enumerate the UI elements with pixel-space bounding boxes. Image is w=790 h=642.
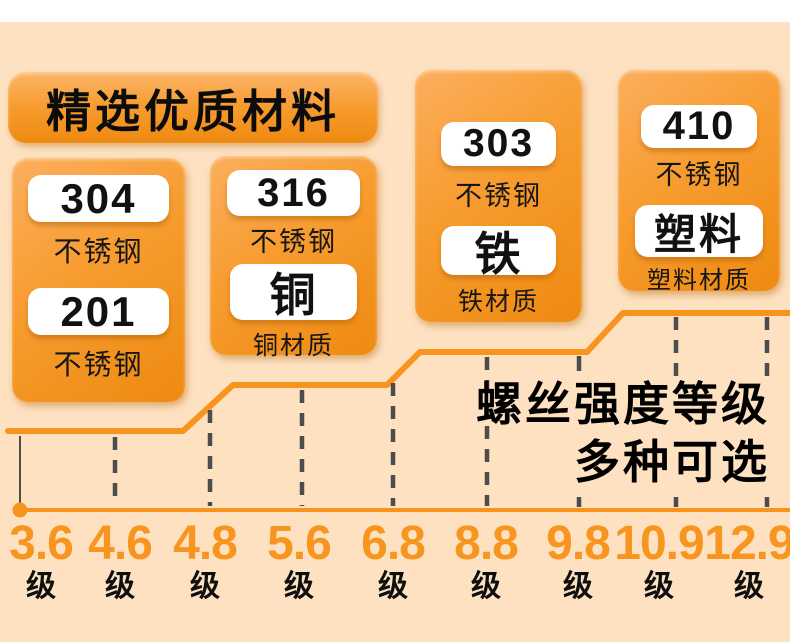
grade-unit: 级 <box>189 570 220 603</box>
material-grade-pill: 316 <box>227 170 360 216</box>
material-grade-pill: 铁 <box>441 226 556 280</box>
material-grade-value: 303 <box>462 122 535 165</box>
grade-item-5-6: 5.6 级 <box>267 517 332 603</box>
strength-headline: 螺丝强度等级 多种可选 <box>476 375 770 491</box>
strength-headline-line1: 螺丝强度等级 <box>476 378 770 430</box>
grade-value: 9.8 <box>546 517 611 570</box>
material-caption: 不锈钢 <box>250 227 337 257</box>
grade-unit: 级 <box>643 570 674 603</box>
material-grade-pill: 201 <box>28 288 169 335</box>
grade-value: 4.8 <box>173 517 238 570</box>
grade-value: 8.8 <box>454 517 519 570</box>
material-grade-value: 铜 <box>269 269 318 321</box>
material-grade-value: 201 <box>60 287 137 335</box>
top-white-strip <box>0 0 790 22</box>
grade-item-10-9: 10.9 级 <box>614 517 704 603</box>
material-grade-pill: 303 <box>441 122 556 166</box>
grade-unit: 级 <box>470 570 501 603</box>
grade-item-4-8: 4.8 级 <box>173 517 238 603</box>
material-grade-pill: 304 <box>28 175 169 222</box>
grade-unit: 级 <box>283 570 314 603</box>
grade-unit: 级 <box>25 570 56 603</box>
grade-value: 3.6 <box>9 517 74 570</box>
grade-value: 5.6 <box>267 517 332 570</box>
material-card-stainless-304-201: 304 不锈钢 201 不锈钢 <box>12 158 185 402</box>
grade-item-12-9: 12.9 级 <box>704 517 790 603</box>
material-card-stainless-410-plastic: 410 不锈钢 塑料 塑料材质 <box>618 70 780 294</box>
grade-value: 4.6 <box>88 517 153 570</box>
material-grade-value: 铁 <box>474 227 523 280</box>
grade-value: 6.8 <box>361 517 426 570</box>
grade-item-9-8: 9.8 级 <box>546 517 611 603</box>
material-caption: 不锈钢 <box>53 236 144 267</box>
material-caption: 不锈钢 <box>455 181 542 211</box>
grade-unit: 级 <box>562 570 593 603</box>
grade-item-8-8: 8.8 级 <box>454 517 519 603</box>
material-grade-value: 塑料 <box>653 210 744 258</box>
grade-unit: 级 <box>104 570 135 603</box>
grade-item-6-8: 6.8 级 <box>361 517 426 603</box>
materials-banner-title: 精选优质材料 <box>45 86 340 137</box>
materials-banner: 精选优质材料 <box>8 72 378 143</box>
material-grade-value: 410 <box>662 104 736 148</box>
material-caption: 铜材质 <box>252 332 334 360</box>
baseline-start-dot <box>12 502 28 518</box>
strength-headline-line2: 多种可选 <box>574 436 770 488</box>
material-caption: 不锈钢 <box>53 349 144 380</box>
material-card-stainless-316-copper: 316 不锈钢 铜 铜材质 <box>210 156 377 360</box>
material-grade-value: 316 <box>257 170 330 215</box>
grade-item-3-6: 3.6 级 <box>9 517 74 603</box>
grade-value: 10.9 <box>614 517 704 570</box>
material-grade-value: 304 <box>60 174 137 222</box>
material-grade-pill: 塑料 <box>635 205 763 258</box>
grade-item-4-6: 4.6 级 <box>88 517 153 603</box>
material-grade-pill: 410 <box>641 104 757 148</box>
material-card-stainless-303-iron: 303 不锈钢 铁 铁材质 <box>415 70 582 322</box>
grade-unit: 级 <box>733 570 764 603</box>
grade-value: 12.9 <box>704 517 790 570</box>
material-caption: 铁材质 <box>457 288 539 316</box>
grade-unit: 级 <box>377 570 408 603</box>
material-grade-pill: 铜 <box>230 264 357 321</box>
material-caption: 塑料材质 <box>647 267 751 294</box>
material-caption: 不锈钢 <box>655 160 743 190</box>
